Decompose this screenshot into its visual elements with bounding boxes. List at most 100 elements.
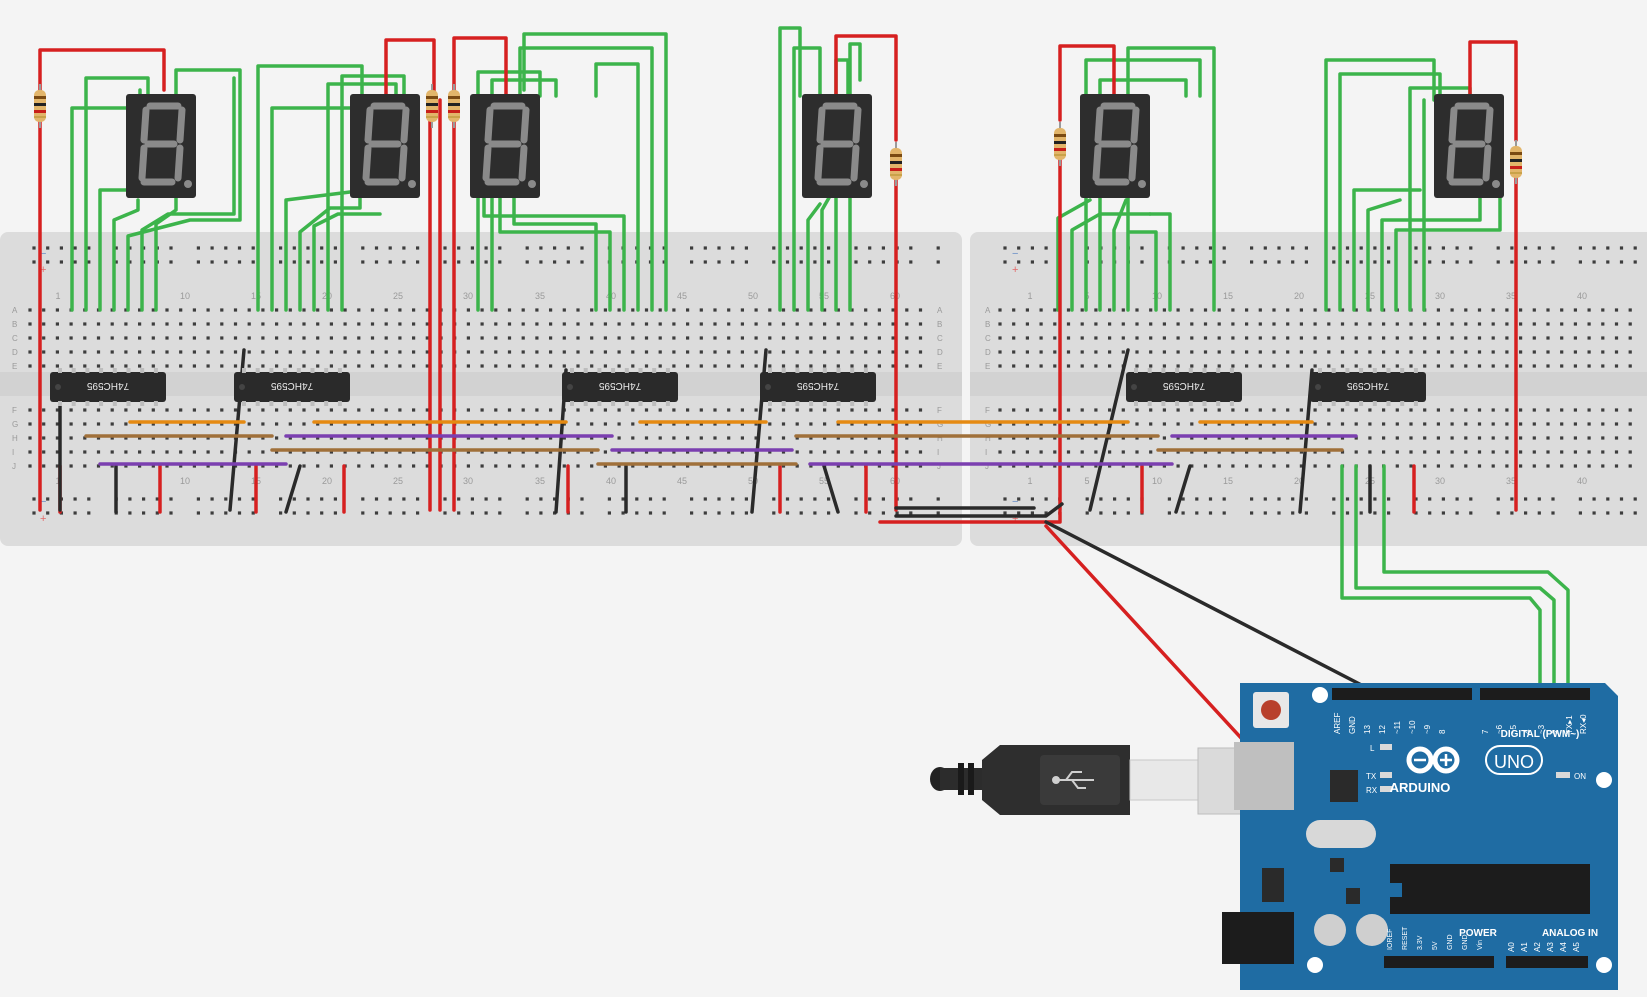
reset-button[interactable]	[1253, 692, 1289, 728]
seven-segment-display[interactable]	[470, 94, 540, 198]
svg-text:35: 35	[535, 291, 545, 301]
chip-74hc595[interactable]: 74HC595	[1310, 368, 1426, 406]
svg-text:−: −	[1012, 248, 1018, 260]
svg-text:F: F	[985, 406, 990, 415]
resistors[interactable]	[34, 84, 1522, 186]
seven-segment-display[interactable]	[802, 94, 872, 198]
svg-text:30: 30	[463, 291, 473, 301]
pin-label: ~5	[1509, 724, 1518, 734]
svg-text:E: E	[12, 362, 17, 371]
led-l	[1380, 744, 1392, 750]
svg-text:E: E	[937, 362, 942, 371]
resistor[interactable]	[890, 142, 902, 186]
pin-label: 12	[1378, 725, 1387, 734]
resistor[interactable]	[448, 84, 460, 128]
chip-label: 74HC595	[270, 380, 313, 391]
resistor[interactable]	[1510, 140, 1522, 184]
seven-segment-display[interactable]	[1434, 94, 1504, 198]
pin-label: 2	[1551, 729, 1560, 734]
pin-label: 8	[1438, 729, 1447, 734]
svg-text:−: −	[40, 496, 46, 508]
svg-text:30: 30	[1435, 291, 1445, 301]
board-label: ARDUINO	[1390, 780, 1451, 795]
svg-text:30: 30	[463, 476, 473, 486]
crystal	[1306, 820, 1376, 848]
svg-text:25: 25	[393, 291, 403, 301]
pin-label: 13	[1363, 725, 1372, 734]
pin-label: RX◂0	[1579, 714, 1588, 734]
pin-label: GND	[1348, 716, 1357, 734]
pin-label: ~3	[1537, 724, 1546, 734]
svg-text:25: 25	[393, 476, 403, 486]
chip-74hc595[interactable]: 74HC595	[50, 368, 166, 406]
svg-text:G: G	[12, 420, 18, 429]
usb-icon	[1052, 771, 1094, 789]
svg-text:5V: 5V	[1432, 941, 1439, 950]
svg-text:B: B	[12, 320, 17, 329]
svg-text:I: I	[937, 448, 939, 457]
svg-text:H: H	[985, 434, 991, 443]
seven-segment-display[interactable]	[1080, 94, 1150, 198]
regulator	[1262, 868, 1284, 902]
svg-text:J: J	[985, 462, 989, 471]
pin-label: ~9	[1423, 724, 1432, 734]
svg-text:20: 20	[322, 476, 332, 486]
chip-74hc595[interactable]: 74HC595	[234, 368, 350, 406]
pin-label: ~10	[1408, 720, 1417, 734]
resistor[interactable]	[1054, 122, 1066, 166]
svg-text:B: B	[985, 320, 990, 329]
svg-text:A3: A3	[1546, 942, 1555, 952]
chip-label: 74HC595	[1346, 380, 1389, 391]
svg-text:A: A	[12, 306, 18, 315]
svg-text:35: 35	[535, 476, 545, 486]
svg-text:A4: A4	[1559, 942, 1568, 952]
resistor[interactable]	[426, 84, 438, 128]
svg-text:45: 45	[677, 476, 687, 486]
svg-text:A0: A0	[1507, 942, 1516, 952]
svg-text:D: D	[985, 348, 991, 357]
digital-header-low[interactable]	[1480, 688, 1590, 700]
board-label: TX	[1366, 772, 1377, 781]
svg-text:RESET: RESET	[1402, 926, 1409, 950]
power-jack	[1222, 912, 1294, 964]
svg-text:35: 35	[1506, 291, 1516, 301]
svg-text:C: C	[985, 334, 991, 343]
capacitor	[1314, 914, 1346, 946]
analog-header[interactable]	[1506, 956, 1588, 968]
chip-label: 74HC595	[796, 380, 839, 391]
svg-text:B: B	[937, 320, 942, 329]
shift-register-chips[interactable]: 74HC595 74HC595 74HC595 74HC595 74HC595 74HC5…	[50, 368, 1426, 406]
board-label: L	[1370, 744, 1375, 753]
svg-text:GND: GND	[1447, 934, 1454, 950]
svg-text:F: F	[937, 406, 942, 415]
board-label: DIGITAL (PWM~)	[1501, 729, 1580, 740]
digital-header-high[interactable]	[1332, 688, 1472, 700]
svg-text:I: I	[12, 448, 14, 457]
chip-74hc595[interactable]: 74HC595	[562, 368, 678, 406]
pin-label: AREF	[1333, 713, 1342, 734]
resistor[interactable]	[34, 84, 46, 128]
svg-text:C: C	[937, 334, 943, 343]
chip-74hc595[interactable]: 74HC595	[760, 368, 876, 406]
svg-text:A: A	[985, 306, 991, 315]
atmega-chip	[1390, 864, 1590, 914]
board-label: ANALOG IN	[1542, 928, 1598, 939]
seven-segment-display[interactable]	[126, 94, 196, 198]
breadboard-right[interactable]	[970, 232, 1647, 546]
svg-text:40: 40	[1577, 476, 1587, 486]
power-header[interactable]	[1384, 956, 1494, 968]
seven-segment-display[interactable]	[350, 94, 420, 198]
svg-text:5: 5	[1084, 476, 1089, 486]
svg-text:1: 1	[55, 476, 60, 486]
svg-text:+: +	[40, 264, 46, 276]
chip-74hc595[interactable]: 74HC595	[1126, 368, 1242, 406]
led-tx	[1380, 772, 1392, 778]
seven-segment-displays[interactable]	[126, 94, 1504, 198]
svg-text:3.3V: 3.3V	[1417, 935, 1424, 950]
svg-text:+: +	[40, 513, 46, 525]
svg-text:10: 10	[1152, 476, 1162, 486]
svg-text:A: A	[937, 306, 943, 315]
svg-text:15: 15	[1223, 476, 1233, 486]
